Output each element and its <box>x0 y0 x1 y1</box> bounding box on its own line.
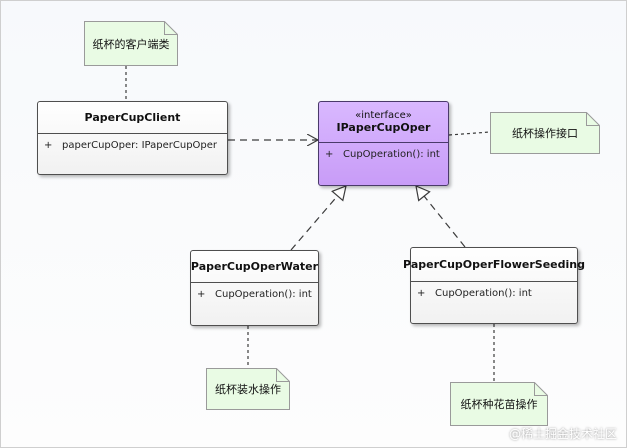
realization-edge-flower <box>415 185 466 248</box>
class-name: PaperCupOperFlowerSeeding <box>403 258 585 271</box>
class-header: PaperCupOperWater <box>191 251 318 283</box>
class-name: PaperCupOperWater <box>190 260 319 273</box>
interface-header: «interface» IPaperCupOper <box>319 102 448 143</box>
note-shape <box>450 382 548 426</box>
operation-text: CupOperation(): int <box>215 289 312 300</box>
class-operation: + CupOperation(): int <box>411 282 577 299</box>
note-shape <box>206 368 290 410</box>
note-water-text: 纸杯装水操作 <box>215 383 281 396</box>
interface-name: IPaperCupOper <box>336 121 431 134</box>
interface-ipaper-cup-oper[interactable]: «interface» IPaperCupOper + CupOperation… <box>318 101 449 186</box>
attribute-text: paperCupOper: IPaperCupOper <box>62 140 218 151</box>
note-client: 纸杯的客户端类 <box>84 21 178 66</box>
stereotype-label: «interface» <box>355 110 412 121</box>
visibility-marker: + <box>44 140 53 151</box>
class-operation: + CupOperation(): int <box>191 283 318 300</box>
note-client-text: 纸杯的客户端类 <box>92 37 170 51</box>
visibility-marker: + <box>197 289 206 300</box>
class-header: PaperCupOperFlowerSeeding <box>403 248 585 282</box>
operation-text: CupOperation(): int <box>435 288 532 299</box>
visibility-marker: + <box>417 288 426 299</box>
note-anchor-interface <box>448 131 491 136</box>
note-flower-text: 纸杯种花苗操作 <box>460 398 538 411</box>
note-flower: 纸杯种花苗操作 <box>450 382 548 426</box>
realization-edge-water <box>290 185 347 251</box>
class-paper-cup-client[interactable]: PaperCupClient + paperCupOper: IPaperCup… <box>37 101 228 175</box>
interface-operation: + CupOperation(): int <box>319 143 448 160</box>
class-name: PaperCupClient <box>84 111 181 124</box>
note-water: 纸杯装水操作 <box>206 368 290 410</box>
class-paper-cup-oper-flower-seeding[interactable]: PaperCupOperFlowerSeeding + CupOperation… <box>403 247 585 324</box>
visibility-marker: + <box>325 149 334 160</box>
class-paper-cup-oper-water[interactable]: PaperCupOperWater + CupOperation(): int <box>190 250 319 326</box>
note-interface-text: 纸杯操作接口 <box>512 127 578 140</box>
note-interface: 纸杯操作接口 <box>490 112 600 154</box>
watermark-text: @稀土掘金技术社区 <box>508 427 617 441</box>
class-header: PaperCupClient <box>38 102 227 134</box>
class-attribute: + paperCupOper: IPaperCupOper <box>38 134 227 151</box>
note-shape <box>84 21 178 66</box>
operation-text: CupOperation(): int <box>343 149 440 160</box>
note-shape <box>490 112 600 154</box>
